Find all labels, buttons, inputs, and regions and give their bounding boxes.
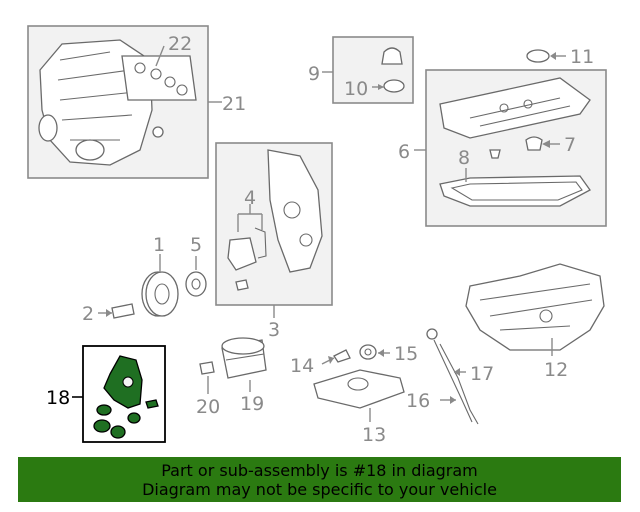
oil-pump-group[interactable]: [72, 345, 166, 443]
pulley-bolt: [111, 303, 135, 319]
valve-cover-group[interactable]: [414, 49, 607, 227]
cover-gasket: [439, 175, 591, 207]
strainer-bolt: [333, 349, 351, 363]
callout-17: 17: [470, 363, 494, 385]
banner-line-2: Diagram may not be specific to your vehi…: [142, 479, 497, 499]
callout-3: 3: [268, 319, 280, 341]
oil-cap-box: [332, 36, 414, 104]
manifold-sensor: [152, 126, 164, 138]
callout-15: 15: [394, 343, 418, 365]
callout-2: 2: [82, 303, 94, 325]
callout-18[interactable]: 18: [46, 387, 70, 409]
manifold-seal: [38, 114, 58, 142]
banner-line-1: Part or sub-assembly is #18 in diagram: [161, 460, 478, 480]
callout-6: 6: [398, 141, 410, 163]
callout-13: 13: [362, 424, 386, 446]
oil-control-valve: [227, 237, 257, 271]
cover-grommet: [525, 136, 543, 151]
dipstick-guide: [439, 343, 479, 425]
oil-cap-seal-11: [526, 49, 550, 63]
strainer-group[interactable]: [313, 344, 405, 422]
oil-pump-rotor: [96, 404, 112, 416]
callout-1: 1: [153, 234, 165, 256]
crank-pulley-group[interactable]: [98, 254, 207, 319]
callout-16: 16: [406, 390, 430, 412]
oil-cap-group[interactable]: [322, 36, 414, 104]
oil-pan: [465, 263, 605, 351]
oil-level-gauge: [433, 339, 473, 423]
callout-9: 9: [308, 63, 320, 85]
callout-14: 14: [290, 355, 314, 377]
callout-11: 11: [570, 46, 594, 68]
callout-12: 12: [544, 359, 568, 381]
parts-diagram: 22 21 9 10 11 6 7 8 4 1 5 2 3 12 14 15 1…: [27, 25, 607, 446]
callout-5: 5: [190, 234, 202, 256]
oil-pan-group[interactable]: [465, 263, 605, 356]
cap-gasket: [383, 79, 405, 93]
dipstick-handle: [426, 328, 438, 340]
callout-19: 19: [240, 393, 264, 415]
callout-21: 21: [222, 93, 246, 115]
oil-filler-cap: [381, 47, 403, 65]
callout-8: 8: [458, 147, 470, 169]
callout-20: 20: [196, 396, 220, 418]
dipstick-group[interactable]: [426, 328, 479, 425]
pulley-washer: [185, 271, 207, 297]
timing-cover-group[interactable]: [215, 142, 333, 318]
callout-4: 4: [244, 187, 256, 209]
oil-filter-group[interactable]: [199, 337, 267, 394]
intake-manifold-group[interactable]: [27, 25, 222, 179]
filter-union-stud: [199, 361, 215, 375]
strainer-gasket: [359, 344, 377, 360]
timing-cover: [267, 149, 323, 273]
notice-banner: Part or sub-assembly is #18 in diagram D…: [18, 457, 621, 502]
oil-strainer: [313, 369, 405, 409]
callout-7: 7: [564, 134, 576, 156]
callout-22: 22: [168, 33, 192, 55]
callout-10: 10: [344, 78, 368, 100]
